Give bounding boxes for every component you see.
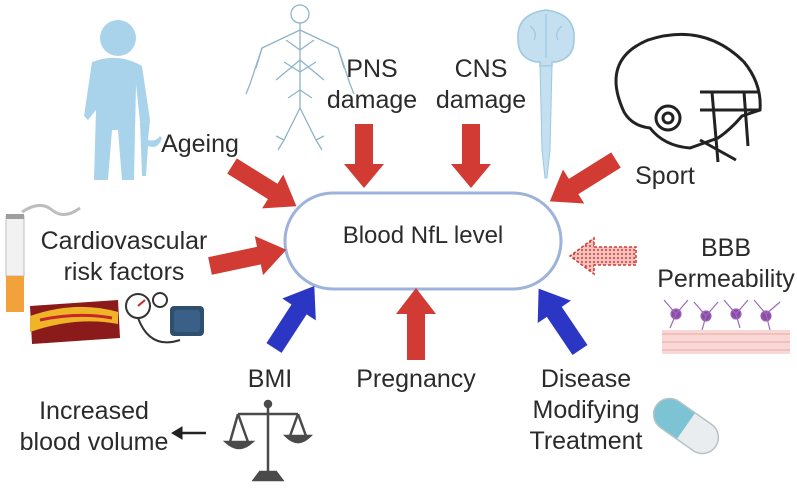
- arrow-bmi: [266, 285, 316, 353]
- arrow-ageing: [227, 158, 297, 209]
- arrow-pregnancy: [396, 288, 436, 360]
- label-sport: Sport: [635, 162, 695, 190]
- arrow-bbb: [568, 236, 637, 276]
- label-bbb-permeability: BBB Permeability: [657, 234, 795, 293]
- artery-plaque-icon: [30, 300, 120, 344]
- elderly-person-icon: [84, 20, 162, 181]
- nervous-system-icon: [245, 4, 355, 151]
- cigarette-icon: [5, 204, 81, 312]
- blood-nfl-oval: [283, 191, 563, 291]
- brain-spinal-cord-icon: [517, 9, 575, 179]
- arrow-cardio: [208, 236, 287, 276]
- increase-arrows: [208, 124, 637, 360]
- label-increased-blood-volume: Increased blood volume: [19, 397, 169, 456]
- scale-icon: [222, 399, 314, 482]
- label-pns-damage: PNS damage: [326, 55, 418, 114]
- label-pregnancy: Pregnancy: [356, 365, 476, 393]
- arrow-pns: [344, 124, 384, 188]
- arrow-dmt: [537, 288, 588, 356]
- football-helmet-icon: [614, 32, 762, 163]
- arrow-cns: [451, 124, 491, 188]
- blood-volume-arrow: [171, 426, 206, 440]
- label-bmi: BMI: [247, 365, 293, 393]
- arrow-sport: [549, 152, 621, 204]
- decrease-arrows: [266, 285, 588, 356]
- label-cns-damage: CNS damage: [435, 55, 527, 114]
- label-cardiovascular: Cardiovascular risk factors: [40, 227, 208, 286]
- blood-pressure-monitor-icon: [125, 292, 204, 344]
- label-disease-modifying-treatment: Disease Modifying Treatment: [529, 365, 643, 455]
- label-ageing: Ageing: [161, 130, 239, 158]
- capsule-pill-icon: [652, 397, 720, 455]
- neuron-barrier-icon: [662, 299, 790, 354]
- center-label: Blood NfL level: [342, 222, 504, 249]
